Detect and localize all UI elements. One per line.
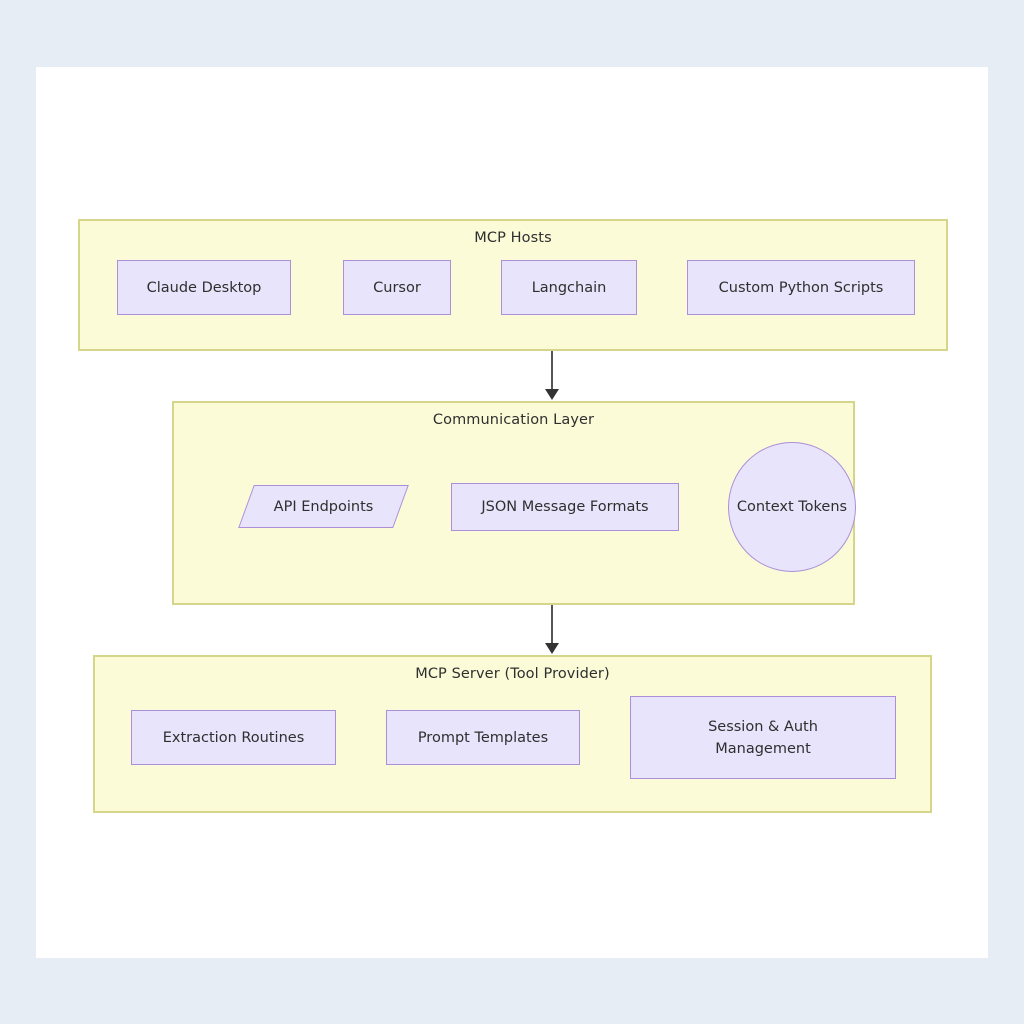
layer-mcp-hosts[interactable]: MCP Hosts Claude Desktop Cursor Langchai… (78, 219, 948, 351)
layer-mcp-hosts-title: MCP Hosts (474, 230, 552, 246)
node-json-message-formats-label: JSON Message Formats (481, 499, 649, 515)
node-prompt-templates-label: Prompt Templates (417, 729, 549, 746)
node-cursor-label: Cursor (373, 279, 421, 296)
connector-communication-to-server (541, 605, 563, 655)
node-prompt-templates[interactable]: Prompt Templates (386, 710, 580, 765)
node-extraction-routines[interactable]: Extraction Routines (131, 710, 336, 765)
node-api-endpoints-label: API Endpoints (273, 498, 374, 515)
connector-hosts-to-communication (541, 351, 563, 401)
node-extraction-routines-label: Extraction Routines (162, 729, 305, 746)
layer-mcp-server-title: MCP Server (Tool Provider) (415, 666, 610, 682)
layer-mcp-server[interactable]: MCP Server (Tool Provider) Extraction Ro… (93, 655, 932, 813)
node-context-tokens-label: Context Tokens (736, 499, 848, 515)
diagram-canvas: MCP Hosts Claude Desktop Cursor Langchai… (36, 67, 988, 958)
arrowhead-icon (545, 643, 559, 654)
node-claude-desktop-label: Claude Desktop (146, 279, 262, 296)
node-langchain-label: Langchain (531, 279, 607, 296)
node-langchain[interactable]: Langchain (501, 260, 637, 315)
layer-communication-title: Communication Layer (432, 412, 595, 428)
node-cursor[interactable]: Cursor (343, 260, 451, 315)
node-custom-python-scripts-label: Custom Python Scripts (718, 279, 884, 296)
connector-shaft (551, 605, 553, 645)
node-claude-desktop[interactable]: Claude Desktop (117, 260, 291, 315)
node-api-endpoints[interactable]: API Endpoints (238, 485, 409, 528)
layer-communication[interactable]: Communication Layer API Endpoints JSON M… (172, 401, 856, 605)
node-custom-python-scripts[interactable]: Custom Python Scripts (687, 260, 915, 315)
node-session-auth-management[interactable]: Session & Auth Management (630, 696, 896, 779)
node-context-tokens[interactable]: Context Tokens (728, 442, 856, 572)
node-json-message-formats[interactable]: JSON Message Formats (451, 483, 679, 531)
arrowhead-icon (545, 389, 559, 400)
connector-shaft (551, 351, 553, 391)
node-session-auth-management-label: Session & Auth Management (708, 718, 818, 757)
